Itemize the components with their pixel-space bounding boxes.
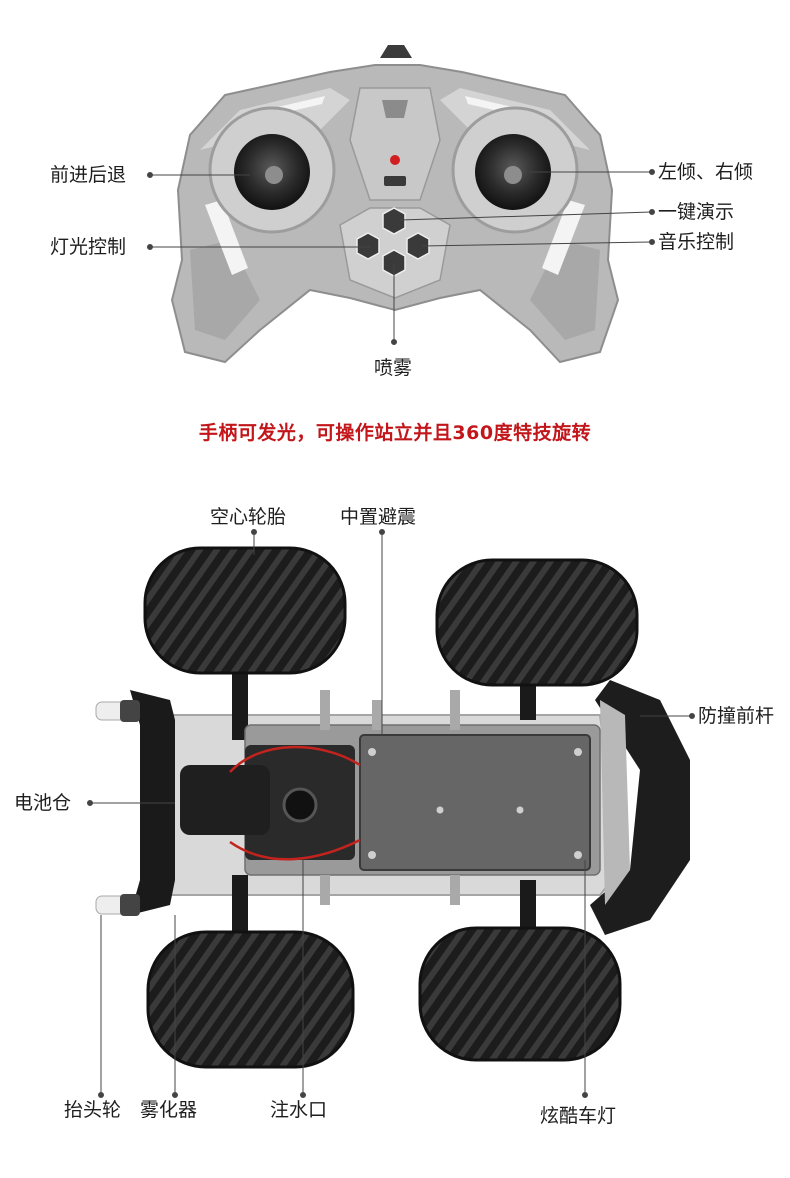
label-music-control: 音乐控制 xyxy=(658,231,735,253)
tire-rear-top xyxy=(143,546,347,675)
front-bumper xyxy=(590,680,690,935)
light-button xyxy=(356,232,380,260)
water-inlet xyxy=(282,787,318,823)
label-hollow-tires: 空心轮胎 xyxy=(210,506,287,528)
label-battery: 电池仓 xyxy=(14,792,72,814)
label-light-control: 灯光控制 xyxy=(50,236,127,258)
rc-car xyxy=(95,546,690,1069)
center-cover xyxy=(359,734,591,871)
wheelie-wheels xyxy=(95,700,140,916)
feature-caption: 手柄可发光，可操作站立并且360度特技旋转 xyxy=(198,422,592,444)
tire-front-bottom xyxy=(418,926,622,1062)
label-demo: 一键演示 xyxy=(658,201,735,223)
label-tilt: 左倾、右倾 xyxy=(658,161,754,183)
music-button xyxy=(406,232,430,260)
controller-callouts xyxy=(147,169,655,345)
tire-rear-bottom xyxy=(146,930,355,1069)
label-front-bumper: 防撞前杆 xyxy=(698,705,775,727)
label-water-inlet: 注水口 xyxy=(270,1099,328,1121)
tire-front-top xyxy=(435,558,639,687)
label-wheelie-wheel: 抬头轮 xyxy=(64,1099,122,1121)
label-car-lights: 炫酷车灯 xyxy=(540,1105,617,1127)
label-center-shock: 中置避震 xyxy=(340,506,417,528)
demo-button xyxy=(382,207,406,235)
label-atomizer: 雾化器 xyxy=(140,1099,198,1121)
car-callouts xyxy=(87,529,695,1098)
label-spray: 喷雾 xyxy=(374,357,413,379)
remote-controller xyxy=(170,45,620,364)
label-forward-back: 前进后退 xyxy=(50,164,127,186)
